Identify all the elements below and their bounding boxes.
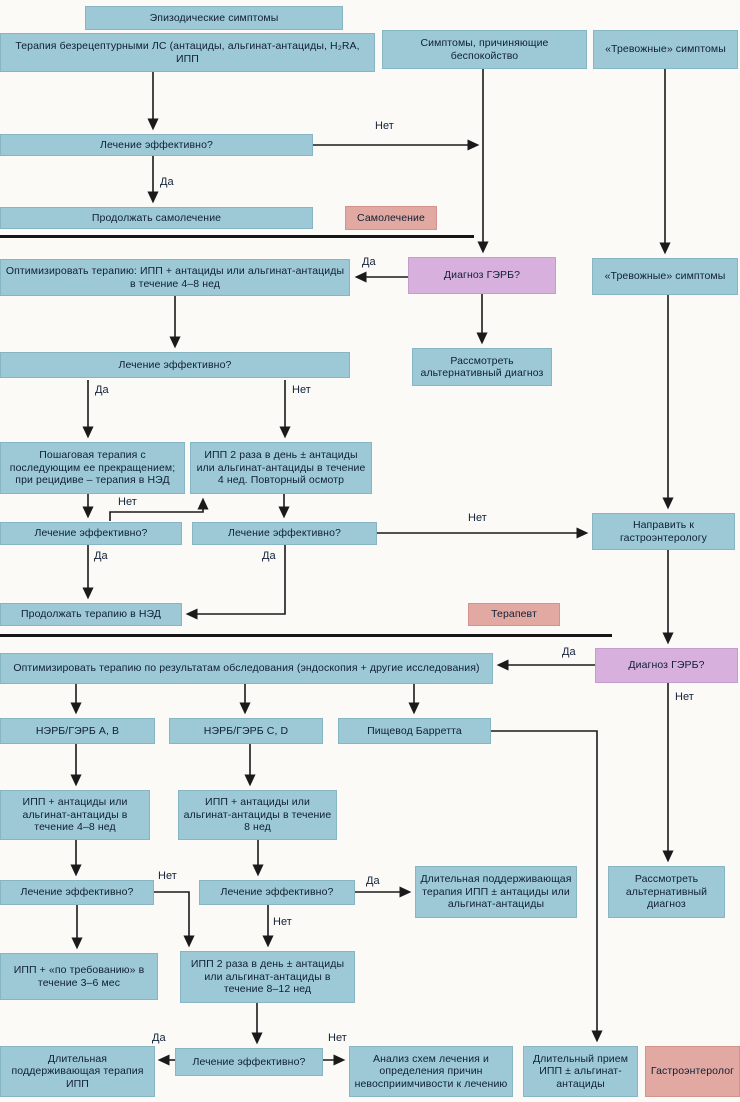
branch-label-eff5-no: Нет <box>158 870 177 882</box>
node-longterm-ppi-alginate: Длительный прием ИПП ± альгинат-антациды <box>523 1046 638 1097</box>
node-ppi-antacids-8wk: ИПП + антациды или альгинат-антациды в т… <box>178 790 337 840</box>
branch-label-eff2-yes: Да <box>95 384 109 396</box>
node-treatment-effective-7: Лечение эффективно? <box>175 1048 323 1076</box>
node-continue-ned-therapy: Продолжать терапию в НЭД <box>0 603 182 626</box>
node-ppi-twice-daily-4wk: ИПП 2 раза в день ± антациды или альгина… <box>190 442 372 494</box>
node-consider-alternative-diagnosis-2: Рассмотреть альтернативный диагноз <box>608 866 725 918</box>
branch-label-eff6-no: Нет <box>273 916 292 928</box>
node-treatment-effective-6: Лечение эффективно? <box>199 880 355 905</box>
node-otc-therapy: Терапия безрецептурными ЛС (антациды, ал… <box>0 33 375 72</box>
node-nerd-gerd-cd: НЭРБ/ГЭРБ C, D <box>169 718 323 744</box>
branch-label-eff1-no: Нет <box>375 120 394 132</box>
node-ppi-on-demand: ИПП + «по требованию» в течение 3–6 мес <box>0 953 158 1000</box>
badge-gastroenterologist: Гастроэнтеролог <box>645 1046 740 1097</box>
node-refer-gastroenterologist: Направить к гастроэнтерологу <box>592 513 735 550</box>
node-treatment-effective-5: Лечение эффективно? <box>0 880 154 905</box>
branch-label-eff7-yes: Да <box>152 1032 166 1044</box>
node-bothersome-symptoms: Симптомы, причиняющие беспокойство <box>382 30 587 69</box>
node-optimize-therapy-2: Оптимизировать терапию по результатам об… <box>0 653 493 684</box>
node-continue-self-treatment: Продолжать самолечение <box>0 207 313 229</box>
branch-label-gerd1-yes: Да <box>362 256 376 268</box>
node-ppi-twice-daily-8-12wk: ИПП 2 раза в день ± антациды или альгина… <box>180 951 355 1003</box>
branch-label-eff1-yes: Да <box>160 176 174 188</box>
node-maintenance-therapy-ppi: Длительная поддерживающая терапия ИПП <box>0 1046 155 1097</box>
node-treatment-effective-3: Лечение эффективно? <box>0 522 182 545</box>
branch-label-gerd2-no: Нет <box>675 691 694 703</box>
branch-label-eff4-no: Нет <box>468 512 487 524</box>
branch-label-gerd2-yes: Да <box>562 646 576 658</box>
node-nerd-gerd-ab: НЭРБ/ГЭРБ A, B <box>0 718 155 744</box>
section-divider-1 <box>0 235 474 238</box>
decision-gerd-diagnosis-1: Диагноз ГЭРБ? <box>408 257 556 294</box>
node-episodic-symptoms: Эпизодические симптомы <box>85 6 343 30</box>
section-divider-2 <box>0 634 612 637</box>
badge-therapist: Терапевт <box>468 603 560 626</box>
decision-gerd-diagnosis-2: Диагноз ГЭРБ? <box>595 648 738 683</box>
node-alarm-symptoms-1: «Тревожные» симптомы <box>593 30 738 69</box>
node-step-down-therapy: Пошаговая терапия с последующим ее прекр… <box>0 442 185 494</box>
node-barrett-esophagus: Пищевод Барретта <box>338 718 491 744</box>
node-maintenance-therapy-ppi-antacids: Длительная поддерживающая терапия ИПП ± … <box>415 866 577 918</box>
branch-label-eff7-no: Нет <box>328 1032 347 1044</box>
node-treatment-effective-2: Лечение эффективно? <box>0 352 350 378</box>
badge-self-treatment: Самолечение <box>345 206 437 230</box>
branch-label-eff3-yes: Да <box>94 550 108 562</box>
node-optimize-therapy-1: Оптимизировать терапию: ИПП + антациды и… <box>0 259 350 296</box>
node-consider-alternative-diagnosis-1: Рассмотреть альтернативный диагноз <box>412 348 552 386</box>
branch-label-eff3-no: Нет <box>118 496 137 508</box>
branch-label-eff6-yes: Да <box>366 875 380 887</box>
node-treatment-effective-1: Лечение эффективно? <box>0 134 313 156</box>
branch-label-eff2-no: Нет <box>292 384 311 396</box>
node-treatment-failure-analysis: Анализ схем лечения и определения причин… <box>349 1046 513 1097</box>
node-ppi-antacids-4-8wk: ИПП + антациды или альгинат-антациды в т… <box>0 790 150 840</box>
node-treatment-effective-4: Лечение эффективно? <box>192 522 377 545</box>
branch-label-eff4-yes: Да <box>262 550 276 562</box>
node-alarm-symptoms-2: «Тревожные» симптомы <box>592 258 738 295</box>
